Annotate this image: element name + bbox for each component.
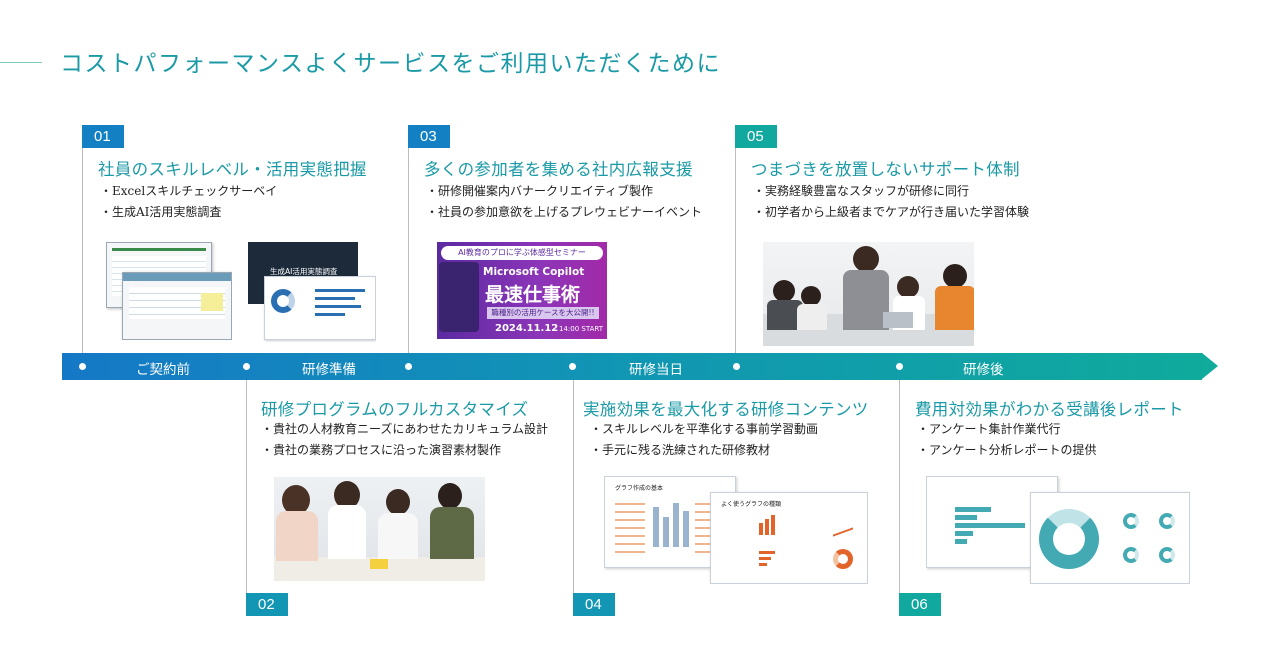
material-doc2-title: よく使うグラフの種類 bbox=[721, 501, 782, 508]
banner-sub: 職種別の活用ケースを大公開!! bbox=[487, 307, 599, 319]
bullet-04-1: ・スキルレベルを平準化する事前学習動画 bbox=[590, 422, 819, 436]
support-staff-photo bbox=[763, 242, 974, 346]
bullet-06-2: ・アンケート分析レポートの提供 bbox=[917, 443, 1097, 457]
phase-label-pre-contract: ご契約前 bbox=[136, 362, 190, 378]
banner-date: 2024.11.12 bbox=[495, 323, 559, 334]
guide-line-05 bbox=[735, 125, 736, 353]
bullet-02-1: ・貴社の人材教育ニーズにあわせたカリキュラム設計 bbox=[261, 422, 549, 436]
page-title: コストパフォーマンスよくサービスをご利用いただくために bbox=[60, 51, 722, 77]
speaker-photo bbox=[439, 262, 479, 332]
timeline-dot-06 bbox=[896, 363, 903, 370]
step-number-06: 06 bbox=[899, 593, 941, 616]
guide-line-04 bbox=[573, 380, 574, 616]
step-number-05: 05 bbox=[735, 125, 777, 148]
banner-product: Microsoft Copilot bbox=[483, 266, 585, 278]
section-title-01: 社員のスキルレベル・活用実態把握 bbox=[98, 160, 367, 179]
bullet-06-1: ・アンケート集計作業代行 bbox=[917, 422, 1061, 436]
training-materials-image: グラフ作成の基本 よく使うグラフの種類 bbox=[604, 476, 868, 584]
phase-label-preparation: 研修準備 bbox=[302, 362, 356, 378]
bullet-03-2: ・社員の参加意欲を上げるプレウェビナーイベント bbox=[426, 205, 703, 219]
banner-headline: 最速仕事術 bbox=[485, 284, 581, 306]
bullet-01-1: ・Excelスキルチェックサーベイ bbox=[100, 184, 278, 198]
section-title-02: 研修プログラムのフルカスタマイズ bbox=[261, 400, 529, 419]
timeline-arrowhead bbox=[1202, 353, 1218, 379]
excel-survey-image bbox=[106, 242, 232, 340]
section-title-06: 費用対効果がわかる受講後レポート bbox=[915, 400, 1184, 419]
timeline-dot-02 bbox=[243, 363, 250, 370]
phase-label-training-day: 研修当日 bbox=[629, 362, 683, 378]
material-doc1-title: グラフ作成の基本 bbox=[615, 485, 664, 492]
phase-label-post-training: 研修後 bbox=[963, 362, 1004, 378]
guide-line-06 bbox=[899, 380, 900, 616]
banner-top: AI教育のプロに学ぶ体感型セミナー bbox=[441, 246, 603, 260]
step-number-03: 03 bbox=[408, 125, 450, 148]
step-number-04: 04 bbox=[573, 593, 615, 616]
section-title-05: つまづきを放置しないサポート体制 bbox=[751, 160, 1020, 179]
bullet-02-2: ・貴社の業務プロセスに沿った演習素材製作 bbox=[261, 443, 502, 457]
survey-report-image bbox=[926, 476, 1190, 584]
guide-line-03 bbox=[408, 125, 409, 353]
guide-line-02 bbox=[246, 380, 247, 616]
bullet-03-1: ・研修開催案内バナークリエイティブ製作 bbox=[426, 184, 654, 198]
timeline-dot-01 bbox=[79, 363, 86, 370]
workshop-photo bbox=[274, 477, 485, 581]
survey-doc-title: 生成AI活用実態調査 bbox=[270, 267, 338, 276]
banner-time: 14:00 START bbox=[559, 325, 603, 333]
bullet-04-2: ・手元に残る洗練された研修教材 bbox=[590, 443, 771, 457]
section-title-03: 多くの参加者を集める社内広報支援 bbox=[424, 160, 693, 179]
step-number-01: 01 bbox=[82, 125, 124, 148]
bullet-05-2: ・初学者から上級者までケアが行き届いた学習体験 bbox=[753, 205, 1030, 219]
guide-line-01 bbox=[82, 125, 83, 353]
bullet-05-1: ・実務経験豊富なスタッフが研修に同行 bbox=[753, 184, 970, 198]
section-title-04: 実施効果を最大化する研修コンテンツ bbox=[583, 400, 869, 419]
title-rule bbox=[0, 62, 42, 63]
timeline-dot-05 bbox=[733, 363, 740, 370]
step-number-02: 02 bbox=[246, 593, 288, 616]
seminar-banner-image: AI教育のプロに学ぶ体感型セミナー Microsoft Copilot 最速仕事… bbox=[437, 242, 607, 339]
ai-survey-report-image: 生成AI活用実態調査 bbox=[248, 242, 376, 342]
timeline-dot-03 bbox=[405, 363, 412, 370]
bullet-01-2: ・生成AI活用実態調査 bbox=[100, 205, 222, 219]
timeline-dot-04 bbox=[569, 363, 576, 370]
timeline-band bbox=[62, 353, 1202, 380]
